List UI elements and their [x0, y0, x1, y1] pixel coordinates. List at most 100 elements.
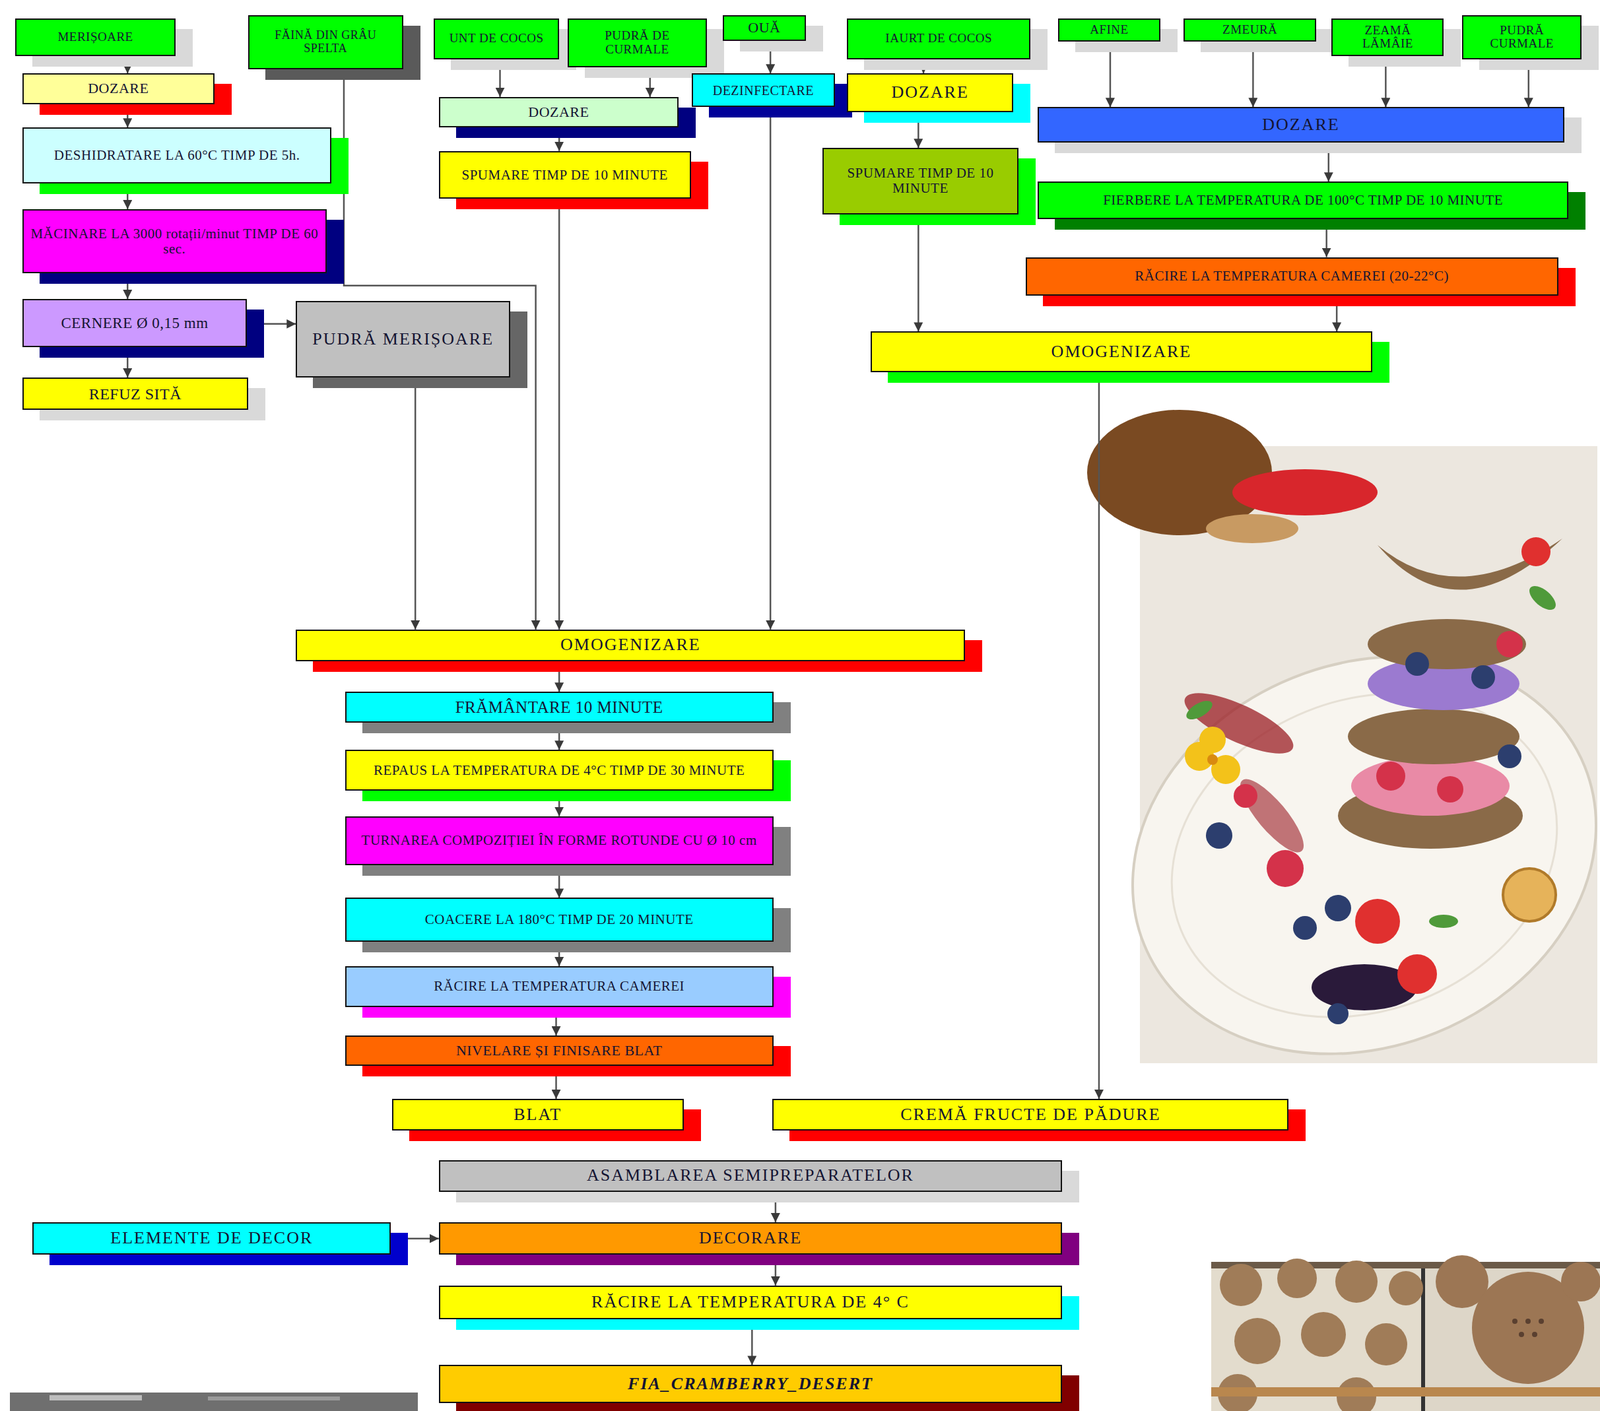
process-box: RĂCIRE LA TEMPERATURA CAMEREI: [345, 966, 774, 1008]
process-box: DEZINFECTARE: [691, 73, 835, 107]
process-box: UNT DE COCOS: [433, 18, 560, 60]
cookies-photo-shape: [1211, 1262, 1600, 1269]
dessert-photo-shape: [1471, 665, 1496, 690]
flow-arrow: [558, 198, 561, 630]
cookies-photo-shape: [1335, 1260, 1378, 1303]
process-box: OUĂ: [722, 15, 807, 41]
box-label: REPAUS LA TEMPERATURA DE 4°C TIMP DE 30 …: [373, 763, 745, 779]
dessert-photo-shape: [1199, 726, 1226, 754]
flow-arrow: [126, 56, 129, 74]
cookies-photo-shape: [1300, 1312, 1346, 1358]
process-box: REFUZ SITĂ: [22, 377, 249, 410]
box-label: MĂCINARE LA 3000 rotații/minut TIMP DE 6…: [29, 226, 321, 257]
process-box: FĂINĂ DIN GRÂU SPELTA: [248, 15, 404, 70]
cookies-photo-shape: [1234, 1318, 1281, 1365]
cookies-photo-shape: [1365, 1323, 1408, 1366]
flow-arrow: [390, 1237, 439, 1240]
flow-arrow: [774, 1254, 777, 1286]
box-label: OMOGENIZARE: [1051, 342, 1193, 362]
box-label: FĂINĂ DIN GRÂU SPELTA: [254, 29, 397, 56]
box-label: ZEAMĂ LĂMÂIE: [1337, 23, 1437, 52]
box-label: SPUMARE TIMP DE 10 MINUTE: [829, 165, 1012, 197]
dessert-photo-shape: [1232, 469, 1378, 516]
box-label: FRĂMÂNTARE 10 MINUTE: [455, 698, 664, 717]
dessert-photo-shape: [1231, 770, 1313, 861]
flow-arrow: [1252, 41, 1255, 108]
process-box: RĂCIRE LA TEMPERATURA DE 4° C: [438, 1285, 1063, 1320]
dessert-photo-shape: [1376, 761, 1406, 791]
flow-arrow: [555, 1007, 558, 1036]
flow-arrow: [769, 40, 772, 74]
flow-arrow: [1109, 41, 1112, 108]
box-label: FIERBERE LA TEMPERATURA DE 100°C TIMP DE…: [1102, 192, 1503, 208]
process-box: PUDRĂ DE CURMALE: [567, 18, 708, 68]
box-label: DOZARE: [87, 80, 149, 97]
dessert-photo-shape: [1351, 756, 1510, 816]
dessert-photo-shape: [1207, 754, 1218, 766]
cookies-photo-shape: [1512, 1318, 1518, 1325]
flow-arrow: [917, 214, 920, 333]
box-label: DOZARE: [528, 104, 589, 121]
box-label: PUDRĂ CURMALE: [1468, 23, 1575, 52]
box-label: BLAT: [513, 1105, 562, 1125]
process-box: TURNAREA COMPOZIȚIEI ÎN FORME ROTUNDE CU…: [345, 816, 774, 866]
cookies-photo-shape: [1388, 1271, 1424, 1306]
dessert-photo: [1072, 409, 1600, 1123]
process-box: SPUMARE TIMP DE 10 MINUTE: [438, 151, 692, 200]
dessert-photo-shape: [1327, 1003, 1349, 1025]
box-label: PUDRĂ MERIȘOARE: [312, 330, 494, 350]
flow-arrow: [558, 127, 561, 152]
box-label: RĂCIRE LA TEMPERATURA CAMEREI: [433, 978, 685, 995]
dessert-photo-shape: [1072, 588, 1600, 1122]
process-box: CREMĂ FRUCTE DE PĂDURE: [772, 1099, 1289, 1131]
dessert-photo-shape: [1205, 514, 1299, 544]
cookies-photo-shape: [1219, 1264, 1263, 1307]
box-label: SPUMARE TIMP DE 10 MINUTE: [461, 167, 668, 183]
dessert-photo-shape-shape: [1122, 637, 1600, 1074]
process-box: DESHIDRATARE LA 60°C TIMP DE 5h.: [22, 127, 332, 184]
dessert-photo-shape: [1429, 914, 1459, 929]
process-box: NIVELARE ȘI FINISARE BLAT: [345, 1035, 774, 1067]
box-label: TURNAREA COMPOZIȚIEI ÎN FORME ROTUNDE CU…: [361, 833, 758, 849]
dessert-photo-shape: [1405, 652, 1430, 676]
dessert-photo-shape: [1355, 899, 1400, 944]
box-label: IAURT DE COCOS: [885, 31, 993, 46]
process-box: ZEAMĂ LĂMÂIE: [1331, 18, 1444, 57]
flow-arrow: [558, 941, 561, 967]
flow-arrow: [555, 1066, 558, 1099]
dessert-photo-shape: [1502, 868, 1556, 922]
flow-arrow: [1328, 142, 1331, 182]
process-box: AFINE: [1058, 18, 1161, 42]
dessert-photo-shape: [1347, 708, 1520, 765]
process-box: CERNERE Ø 0,15 mm: [22, 299, 247, 348]
dessert-photo-shape: [1266, 850, 1304, 888]
process-box: OMOGENIZARE: [870, 331, 1373, 373]
dessert-photo-shape: [1521, 537, 1551, 567]
flow-arrow: [922, 59, 925, 74]
flow-arrow: [246, 323, 296, 326]
equipment-photo: [9, 1392, 418, 1411]
dessert-photo-shape: [1324, 895, 1352, 922]
process-box: COACERE LA 180°C TIMP DE 20 MINUTE: [345, 897, 774, 942]
process-box: FIA_CRAMBERRY_DESERT: [438, 1365, 1063, 1403]
dessert-photo-shape: [1496, 631, 1523, 658]
process-box: SPUMARE TIMP DE 10 MINUTE: [822, 147, 1019, 214]
box-label: RĂCIRE LA TEMPERATURA CAMEREI (20-22°C): [1134, 268, 1449, 284]
process-box: PUDRĂ CURMALE: [1462, 15, 1582, 59]
dessert-photo-shape: [1205, 822, 1233, 849]
flow-arrow: [769, 106, 772, 630]
dessert-photo-shape: [1183, 697, 1216, 723]
dessert-photo-shape-shape: [1072, 588, 1600, 1122]
process-box: MERIȘOARE: [15, 18, 176, 57]
box-label: DOZARE: [891, 83, 969, 103]
cookies-photo-shape: [1538, 1318, 1544, 1325]
process-box: BLAT: [392, 1099, 684, 1131]
flow-arrow: [1384, 56, 1387, 107]
process-box: DOZARE: [22, 73, 215, 104]
flow-arrow: [649, 67, 652, 98]
flow-arrow: [558, 790, 561, 817]
equipment-photo-shape: [207, 1396, 340, 1401]
dessert-photo-shape: [1436, 776, 1464, 803]
dessert-photo-shape: [1293, 916, 1317, 940]
